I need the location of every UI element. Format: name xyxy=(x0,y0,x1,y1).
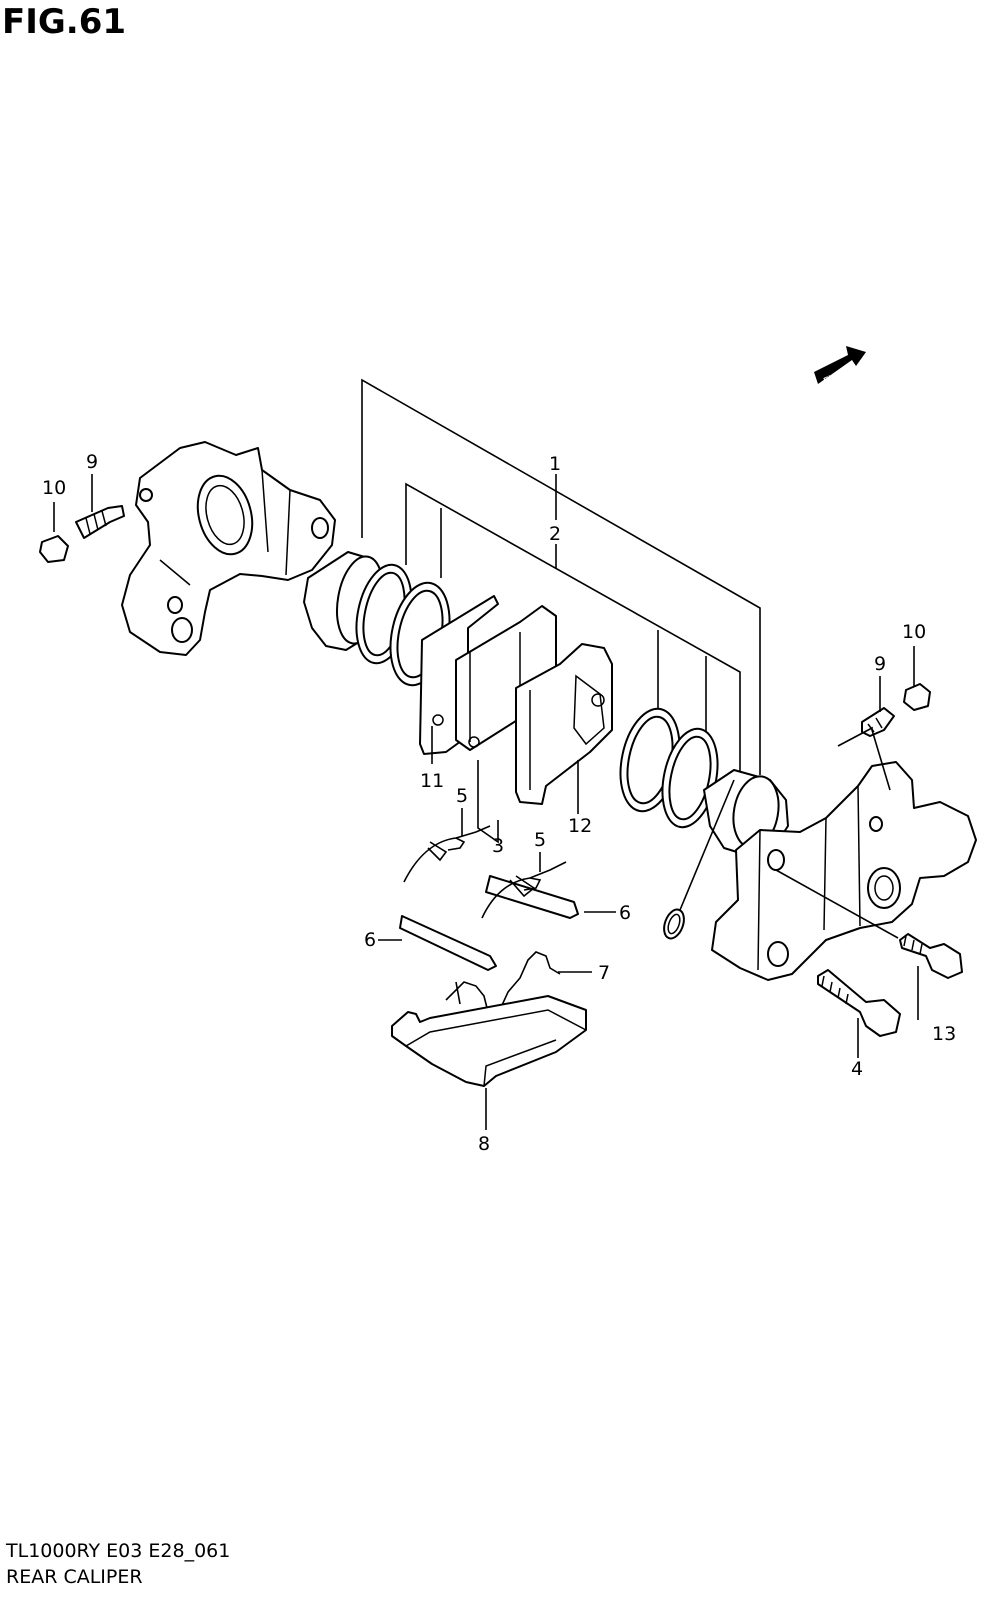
fwd-arrow-icon: FWD xyxy=(814,346,866,389)
callout-10-right: 10 xyxy=(902,621,926,643)
callout-10-left: 10 xyxy=(42,477,66,499)
callout-2: 2 xyxy=(549,523,561,545)
o-ring xyxy=(663,779,735,940)
caliper-body-right xyxy=(711,761,977,981)
model-code: TL1000RY E03 E28_061 xyxy=(6,1540,231,1562)
callout-12: 12 xyxy=(568,815,592,837)
callout-5-left: 5 xyxy=(456,785,468,807)
piston-seal-right xyxy=(661,727,719,829)
bleeder-valve-left xyxy=(75,505,125,539)
assembly-bracket-lines xyxy=(361,378,761,790)
callout-13: 13 xyxy=(932,1023,956,1045)
callout-3: 3 xyxy=(492,835,504,857)
section-title: REAR CALIPER xyxy=(6,1566,143,1588)
bleeder-cap-left xyxy=(39,535,69,563)
callout-labels: 1 2 3 4 5 5 6 6 7 8 9 9 10 10 11 12 13 xyxy=(42,451,956,1155)
callout-9-right: 9 xyxy=(874,653,886,675)
caliper-bolt xyxy=(899,933,963,979)
mounting-bolt xyxy=(817,969,901,1037)
callout-1: 1 xyxy=(549,453,561,475)
callout-6-right: 6 xyxy=(619,902,631,924)
brake-pad-right xyxy=(515,643,613,805)
figure-title: FIG.61 xyxy=(2,2,127,42)
bleeder-cap-right xyxy=(903,683,931,711)
pin-clip-left xyxy=(403,825,491,883)
pin-clip-right xyxy=(481,861,567,919)
pad-pin-lower xyxy=(399,915,497,971)
callout-7: 7 xyxy=(598,962,610,984)
callout-11: 11 xyxy=(420,770,444,792)
callout-6-left: 6 xyxy=(364,929,376,951)
pad-guide-plate xyxy=(391,995,587,1087)
callout-5-right: 5 xyxy=(534,829,546,851)
callout-8: 8 xyxy=(478,1133,490,1155)
bleeder-valve-right xyxy=(837,707,895,791)
caliper-body-left xyxy=(121,441,336,656)
pad-pin-upper xyxy=(485,875,579,919)
leader-lines xyxy=(53,474,919,1130)
callout-9-left: 9 xyxy=(86,451,98,473)
callout-4: 4 xyxy=(851,1058,863,1080)
